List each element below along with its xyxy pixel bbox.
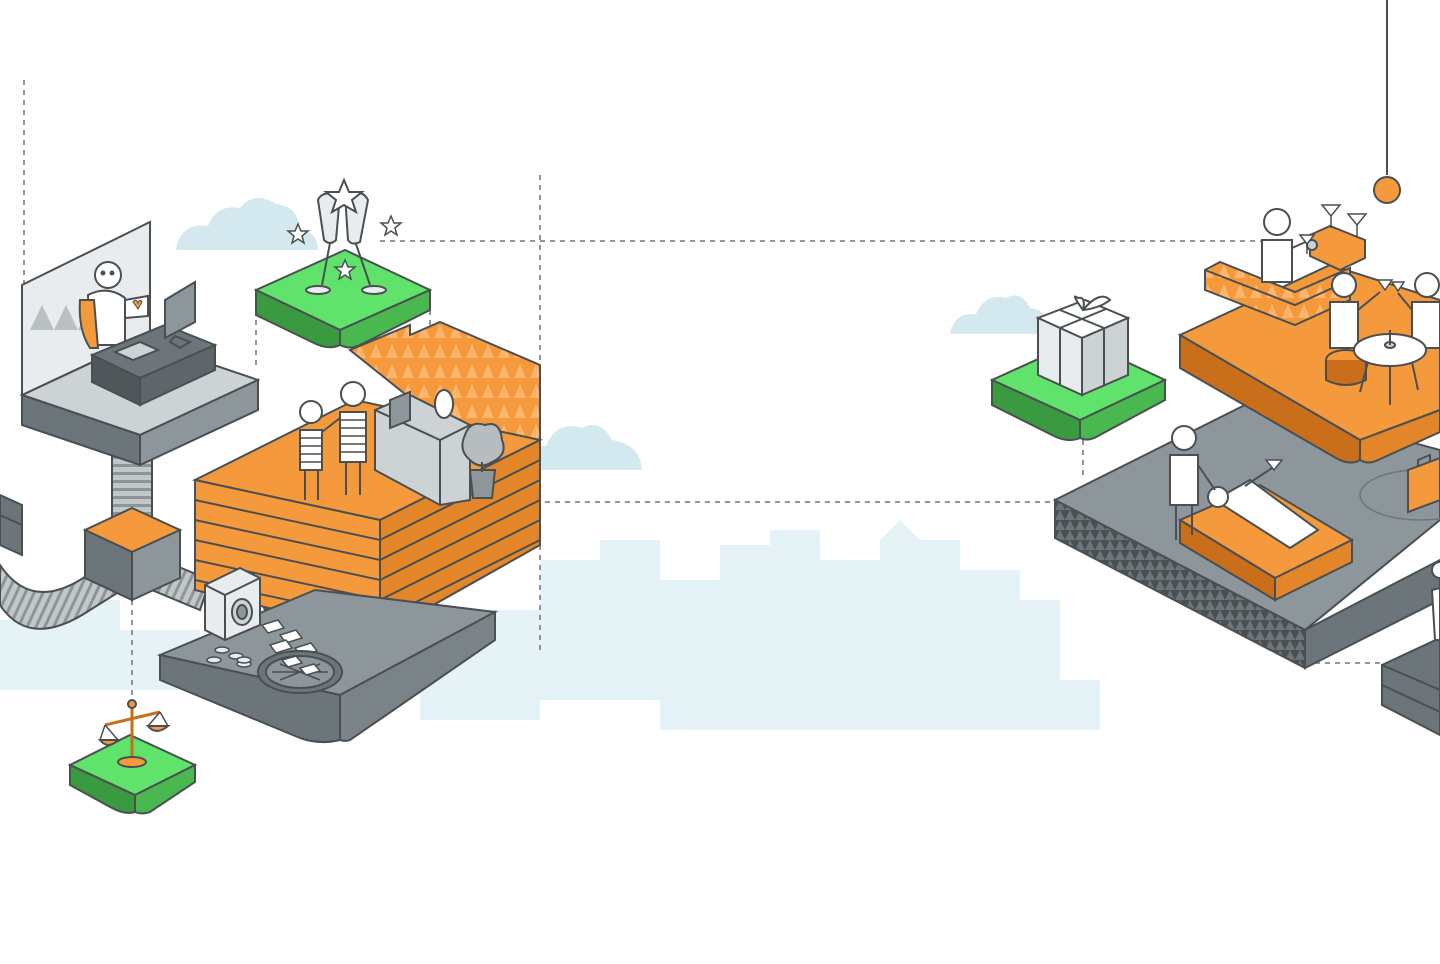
drain-icon	[257, 650, 343, 694]
washing-machine-icon	[204, 566, 261, 642]
star-icon	[323, 177, 365, 215]
gift-box-icon	[1035, 295, 1131, 397]
hanging-pendant-icon	[1373, 0, 1401, 204]
cloud-icon	[176, 197, 318, 250]
massage-icon	[1169, 425, 1355, 602]
cloud-icon	[950, 295, 1050, 334]
star-icon	[378, 214, 404, 237]
cloud-icon	[520, 424, 642, 470]
plant-icon	[461, 422, 505, 499]
reception-desk-icon	[374, 390, 471, 507]
bar-platform	[1177, 224, 1440, 464]
mirror-icon	[434, 389, 454, 419]
pipe-junction-box	[82, 506, 183, 602]
couple-icon	[299, 381, 367, 500]
champagne-glasses-icon	[305, 191, 387, 295]
edge-platform-right	[1381, 561, 1440, 737]
celebration-platform	[253, 248, 433, 349]
scales-of-justice-icon	[97, 699, 171, 768]
coins-icon	[206, 646, 252, 668]
cocktail-glass-icon	[1298, 204, 1368, 254]
round-table-icon	[1325, 330, 1427, 405]
bartender-icon	[1261, 208, 1318, 283]
star-icon	[285, 222, 311, 245]
star-icon	[332, 258, 358, 281]
briefcase-icon	[1359, 453, 1440, 521]
desk-icon	[89, 323, 218, 407]
computer-icon	[164, 280, 196, 350]
edge-platform-left	[0, 493, 23, 557]
laundering-platform	[156, 588, 499, 744]
city-skyline-background	[0, 520, 1100, 730]
office-worker-icon	[78, 261, 149, 349]
